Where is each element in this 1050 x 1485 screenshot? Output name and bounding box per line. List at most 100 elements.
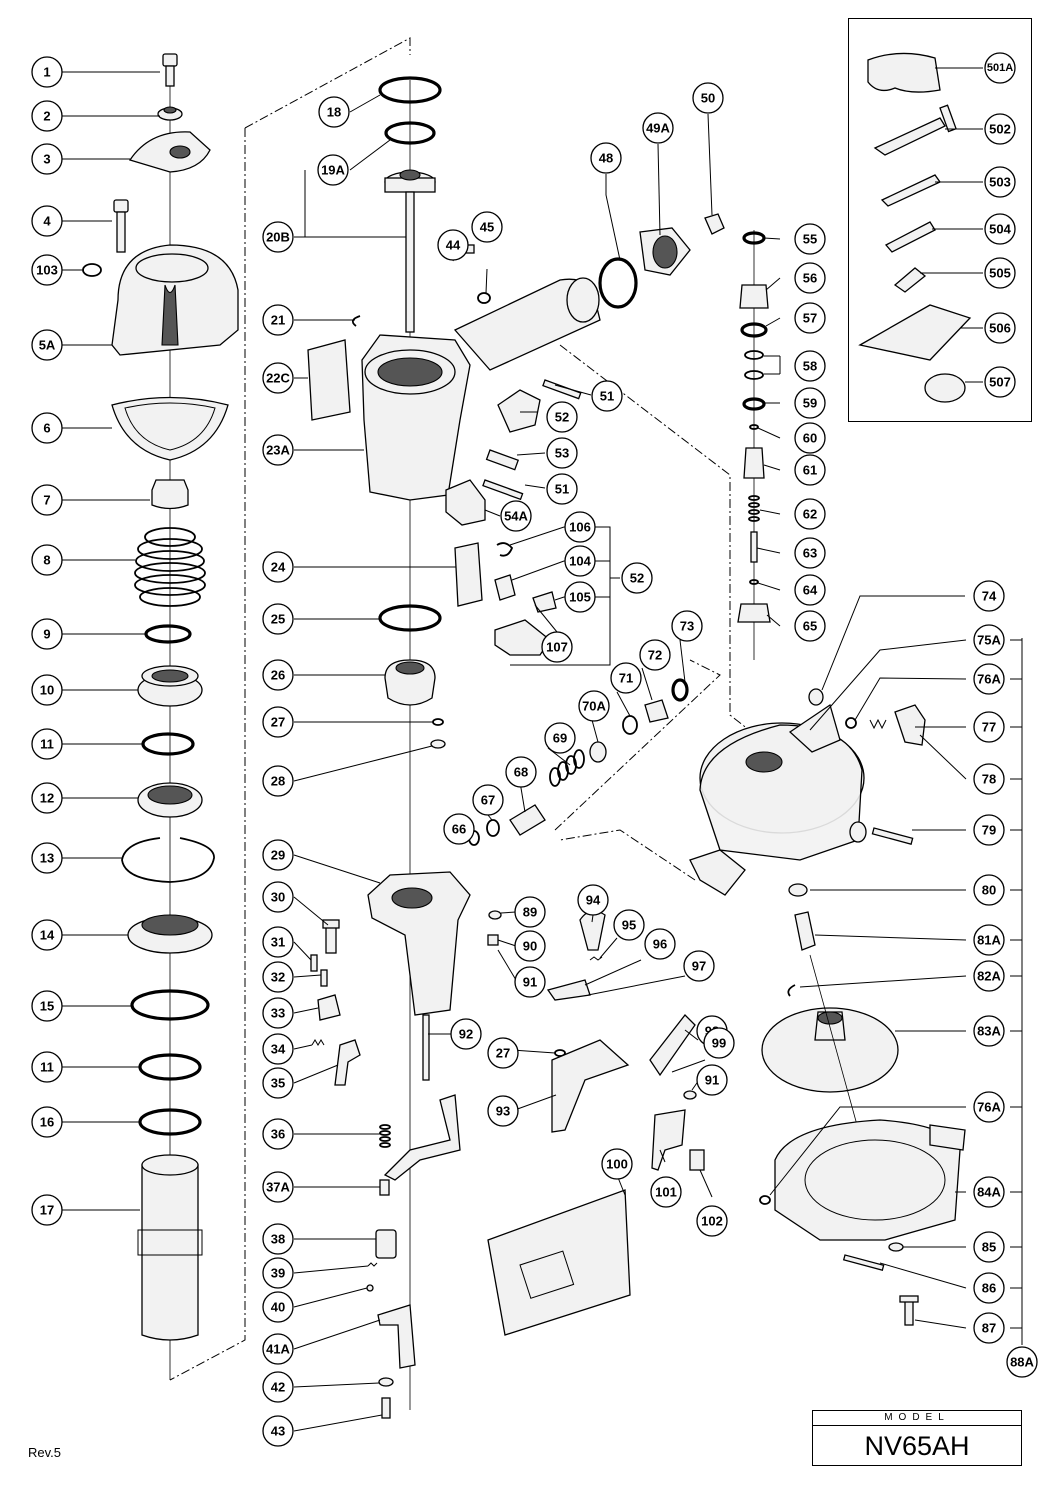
callout: 15 — [31, 990, 63, 1022]
callout: 76A — [973, 1091, 1005, 1123]
callout: 71 — [610, 662, 642, 694]
svg-text:67: 67 — [481, 793, 495, 808]
svg-text:77: 77 — [982, 720, 996, 735]
svg-text:61: 61 — [803, 463, 817, 478]
svg-text:99: 99 — [712, 1036, 726, 1051]
svg-text:56: 56 — [803, 271, 817, 286]
svg-text:17: 17 — [40, 1203, 54, 1218]
callout: 39 — [262, 1257, 294, 1289]
svg-text:15: 15 — [40, 999, 54, 1014]
callout: 3 — [31, 143, 63, 175]
svg-text:49A: 49A — [646, 121, 670, 136]
callout: 57 — [794, 302, 826, 334]
svg-text:21: 21 — [271, 313, 285, 328]
callout: 24 — [262, 551, 294, 583]
svg-text:76A: 76A — [977, 672, 1001, 687]
callout: 105 — [564, 581, 596, 613]
svg-text:11: 11 — [40, 1060, 54, 1075]
svg-text:86: 86 — [982, 1281, 996, 1296]
svg-text:70A: 70A — [582, 699, 606, 714]
svg-text:44: 44 — [446, 238, 461, 253]
svg-text:83A: 83A — [977, 1024, 1001, 1039]
callout: 37A — [262, 1171, 294, 1203]
callout: 97 — [683, 950, 715, 982]
svg-text:74: 74 — [982, 589, 997, 604]
callout: 103 — [31, 254, 63, 286]
callout: 32 — [262, 961, 294, 993]
svg-text:51: 51 — [600, 389, 614, 404]
callout: 7 — [31, 484, 63, 516]
callout: 42 — [262, 1371, 294, 1403]
svg-text:53: 53 — [555, 446, 569, 461]
callout: 75A — [973, 624, 1005, 656]
svg-text:37A: 37A — [266, 1180, 290, 1195]
svg-text:501A: 501A — [987, 62, 1013, 74]
svg-text:34: 34 — [271, 1042, 286, 1057]
callout: 106 — [564, 511, 596, 543]
svg-text:11: 11 — [40, 737, 54, 752]
callout: 19A — [317, 154, 349, 186]
callout: 13 — [31, 842, 63, 874]
svg-text:39: 39 — [271, 1266, 285, 1281]
callout: 107 — [541, 631, 573, 663]
callout: 27 — [262, 706, 294, 738]
callout: 69 — [544, 722, 576, 754]
svg-text:43: 43 — [271, 1424, 285, 1439]
callout: 85 — [973, 1231, 1005, 1263]
model-box: MODEL NV65AH — [812, 1410, 1022, 1466]
callout: 55 — [794, 223, 826, 255]
callout: 28 — [262, 765, 294, 797]
callout: 31 — [262, 926, 294, 958]
callout: 81A — [973, 924, 1005, 956]
callout: 45 — [471, 211, 503, 243]
svg-text:105: 105 — [569, 590, 591, 605]
svg-text:88A: 88A — [1010, 1355, 1034, 1370]
svg-text:81A: 81A — [977, 933, 1001, 948]
svg-text:6: 6 — [43, 421, 50, 436]
svg-text:66: 66 — [452, 822, 466, 837]
callout: 11 — [31, 728, 63, 760]
svg-text:69: 69 — [553, 731, 567, 746]
callout: 22C — [262, 362, 294, 394]
parts-geometry — [82, 37, 972, 1419]
svg-text:506: 506 — [989, 321, 1011, 336]
svg-text:1: 1 — [43, 65, 50, 80]
svg-text:503: 503 — [989, 175, 1011, 190]
callout: 95 — [613, 909, 645, 941]
callout: 16 — [31, 1106, 63, 1138]
callout: 38 — [262, 1223, 294, 1255]
model-label: MODEL — [813, 1411, 1021, 1426]
svg-text:33: 33 — [271, 1006, 285, 1021]
svg-text:75A: 75A — [977, 633, 1001, 648]
revision-label: Rev.5 — [28, 1445, 61, 1460]
callout: 43 — [262, 1415, 294, 1447]
callout: 53 — [546, 437, 578, 469]
svg-text:502: 502 — [989, 122, 1011, 137]
callout: 506 — [984, 312, 1016, 344]
callout: 68 — [505, 756, 537, 788]
callout: 30 — [262, 881, 294, 913]
callout: 503 — [984, 166, 1016, 198]
callout: 9 — [31, 618, 63, 650]
svg-text:16: 16 — [40, 1115, 54, 1130]
svg-text:504: 504 — [989, 222, 1011, 237]
callout: 94 — [577, 884, 609, 916]
callout: 67 — [472, 784, 504, 816]
callout: 5A — [31, 329, 63, 361]
svg-text:93: 93 — [496, 1104, 510, 1119]
leader-lines — [62, 67, 1023, 1432]
callout: 18 — [318, 96, 350, 128]
callout: 504 — [984, 213, 1016, 245]
callout: 78 — [973, 763, 1005, 795]
svg-text:38: 38 — [271, 1232, 285, 1247]
callout: 70A — [578, 690, 610, 722]
svg-text:80: 80 — [982, 883, 996, 898]
svg-text:85: 85 — [982, 1240, 996, 1255]
callout: 76A — [973, 663, 1005, 695]
svg-text:58: 58 — [803, 359, 817, 374]
svg-text:65: 65 — [803, 619, 817, 634]
svg-text:55: 55 — [803, 232, 817, 247]
callout: 91 — [514, 966, 546, 998]
callout: 84A — [973, 1176, 1005, 1208]
